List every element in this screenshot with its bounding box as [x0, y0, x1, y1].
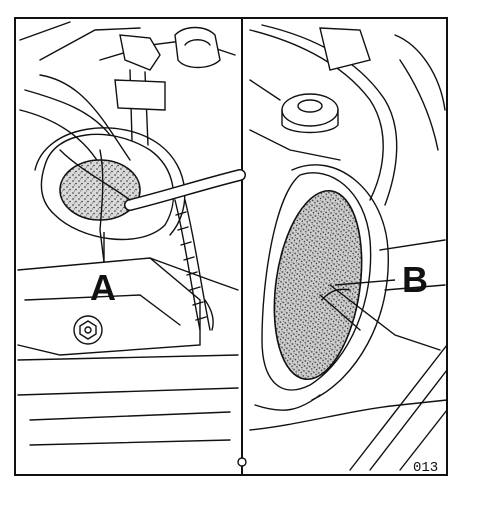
figure-number: 013 — [413, 460, 438, 476]
damper-pad-b — [273, 189, 363, 381]
damper-pad-a — [59, 159, 141, 221]
left-panel — [17, 21, 246, 446]
panel-frames — [14, 17, 448, 476]
callout-a: A — [90, 232, 116, 308]
callout-b-label: B — [402, 259, 428, 300]
right-panel — [237, 24, 448, 471]
callout-a-label: A — [90, 267, 116, 308]
callout-b: B — [334, 259, 428, 300]
